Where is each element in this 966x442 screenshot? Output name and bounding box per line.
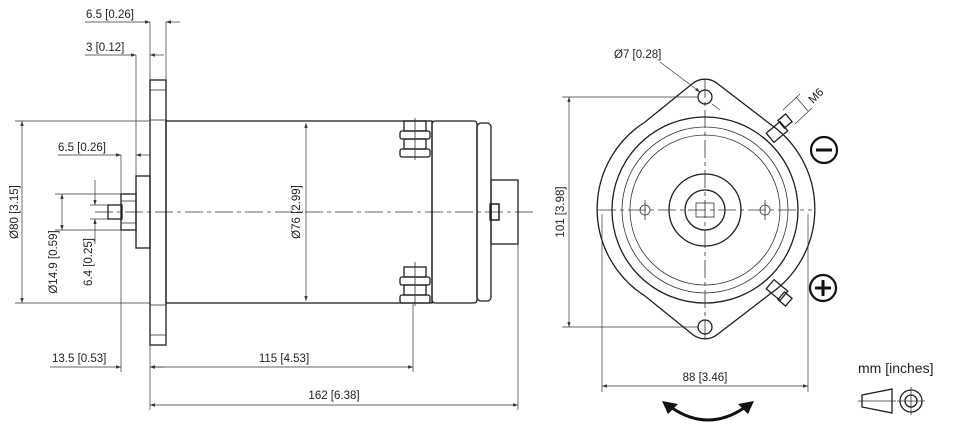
- units-label: mm [inches]: [858, 360, 933, 376]
- rotation-arrow-icon: [662, 401, 754, 422]
- dim-flange-offset: 3 [0.12]: [86, 42, 124, 54]
- dim-overall-length: 162 [6.38]: [308, 390, 359, 402]
- dim-width: 88 [3.46]: [683, 372, 728, 384]
- dim-shaft-step: 6.5 [0.26]: [58, 142, 106, 154]
- negative-polarity-icon: [809, 135, 839, 165]
- terminal-top: [399, 118, 431, 160]
- side-view: 6.5 [0.26] 3 [0.12] 6.5 [0.26] Ø80 [3.15…: [9, 9, 535, 410]
- dim-flange-dia: Ø80 [3.15]: [9, 185, 21, 239]
- dim-height: 101 [3.98]: [555, 186, 567, 237]
- positive-polarity-icon: [808, 273, 838, 303]
- dim-thread: M6: [807, 86, 827, 106]
- terminal-bottom: [399, 262, 431, 306]
- units-legend: mm [inches]: [858, 360, 933, 415]
- terminal-positive: [765, 278, 793, 307]
- shaft: [107, 204, 123, 220]
- projection-symbol-icon: [858, 387, 925, 415]
- dim-top-flange-width: 6.5 [0.26]: [86, 9, 134, 21]
- dim-hole-dia: Ø7 [0.28]: [614, 49, 661, 61]
- dim-body-length: 115 [4.53]: [259, 353, 309, 365]
- dim-body-dia: Ø76 [2.99]: [291, 185, 303, 239]
- front-view: Ø7 [0.28] M6 101 [3.98] 88 [3.46]: [555, 49, 839, 422]
- terminal-negative: [765, 113, 793, 144]
- dim-pilot-dia: Ø14.9 [0.59]: [48, 230, 60, 293]
- dim-shaft-length: 13.5 [0.53]: [52, 353, 106, 365]
- front-flange: [596, 78, 816, 340]
- dim-shaft-dia: 6.4 [0.25]: [83, 238, 95, 286]
